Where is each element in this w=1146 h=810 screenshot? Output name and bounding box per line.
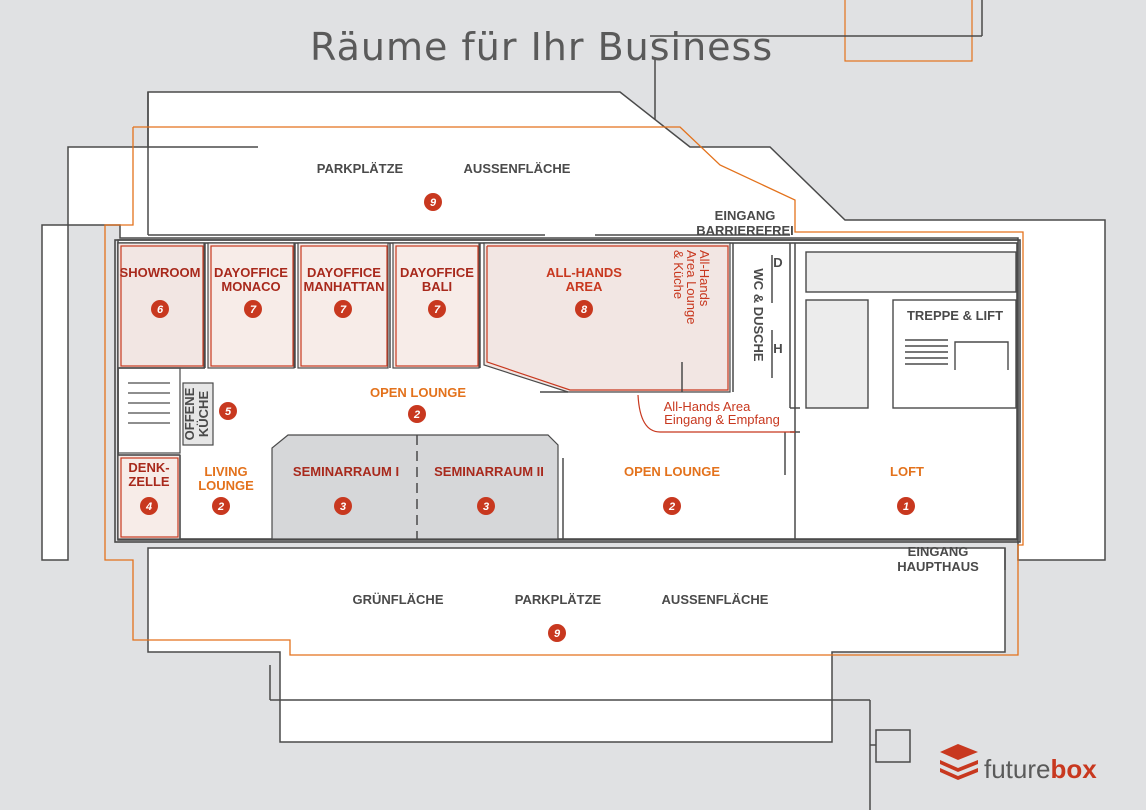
entrance-main-label-2: HAUPTHAUS <box>897 559 979 574</box>
bali-label-1: DAYOFFICE <box>400 265 474 280</box>
kitchen-label: OFFENE KÜCHE <box>182 387 211 440</box>
num-badge-monaco: 7 <box>244 300 262 318</box>
logo-text-future: future <box>984 754 1051 784</box>
num-badge-showroom: 6 <box>151 300 169 318</box>
svg-text:3: 3 <box>340 501 346 513</box>
svg-text:7: 7 <box>340 304 347 316</box>
property-boundary <box>104 126 1024 656</box>
stairs-lift-block <box>805 251 1017 409</box>
svg-text:futurebox: futurebox <box>984 754 1097 784</box>
num-badge-kitchen: 5 <box>219 402 237 420</box>
living-label-1: LIVING <box>204 464 247 479</box>
living-label-2: LOUNGE <box>198 478 254 493</box>
loft-label: LOFT <box>890 464 924 479</box>
num-badge-bottom: 9 <box>548 624 566 642</box>
interior-walls <box>118 243 800 539</box>
seminar-area <box>271 434 559 540</box>
allhands-area <box>483 242 731 393</box>
stairs-label: TREPPE & LIFT <box>907 308 1003 323</box>
svg-text:All-Hands: All-Hands <box>697 250 712 307</box>
room-labels: SHOWROOM 6 DAYOFFICE MONACO 7 DAYOFFICE … <box>120 250 1003 515</box>
outdoor-top-label: AUSSENFLÄCHE <box>464 161 571 176</box>
green-label: GRÜNFLÄCHE <box>353 592 444 607</box>
entrance-barrier-label-2: BARRIEREFREI <box>696 223 794 238</box>
allhands-label-1: ALL-HANDS <box>546 265 622 280</box>
svg-text:WC & DUSCHE: WC & DUSCHE <box>751 268 766 361</box>
denkzelle-label-2: ZELLE <box>128 474 169 489</box>
allhands-side-label: All-Hands Area Lounge & Küche <box>671 250 712 324</box>
svg-text:7: 7 <box>434 304 441 316</box>
svg-text:2: 2 <box>668 501 675 513</box>
manhattan-label-1: DAYOFFICE <box>307 265 381 280</box>
entrance-barrier-label-1: EINGANG <box>715 208 776 223</box>
page-title: Räume für Ihr Business <box>310 25 773 69</box>
monaco-label-1: DAYOFFICE <box>214 265 288 280</box>
wc-d-label: D <box>773 255 782 270</box>
num-badge-seminar1: 3 <box>334 497 352 515</box>
outdoor-bottom-label: AUSSENFLÄCHE <box>662 592 769 607</box>
num-badge-seminar2: 3 <box>477 497 495 515</box>
svg-text:8: 8 <box>581 304 588 316</box>
num-badge-allhands: 8 <box>575 300 593 318</box>
bottom-lines <box>269 548 1006 810</box>
futurebox-logo: futurebox <box>940 744 1097 784</box>
svg-text:9: 9 <box>554 628 561 640</box>
svg-text:Area Lounge: Area Lounge <box>684 250 699 324</box>
allhands-entry-label-1: All-Hands Area <box>664 399 751 414</box>
outside-labels: PARKPLÄTZE AUSSENFLÄCHE 9 EINGANG BARRIE… <box>317 161 979 642</box>
svg-text:7: 7 <box>250 304 257 316</box>
parking-top-label: PARKPLÄTZE <box>317 161 404 176</box>
svg-text:1: 1 <box>903 501 909 513</box>
seminar2-label: SEMINARRAUM II <box>434 464 544 479</box>
num-badge-open-lounge-1: 2 <box>408 405 426 423</box>
wc-h-label: H <box>773 341 782 356</box>
open-lounge-1-label: OPEN LOUNGE <box>370 385 466 400</box>
monaco-label-2: MONACO <box>221 279 280 294</box>
svg-text:& Küche: & Küche <box>671 250 686 299</box>
stairs-left <box>117 367 181 454</box>
denkzelle-label-1: DENK- <box>128 460 169 475</box>
showroom-label: SHOWROOM <box>120 265 201 280</box>
num-badge-loft: 1 <box>897 497 915 515</box>
logo-icon <box>940 744 978 780</box>
svg-text:2: 2 <box>217 501 224 513</box>
parking-lines <box>147 92 790 236</box>
svg-text:OFFENE: OFFENE <box>182 387 197 440</box>
parking-bottom-label: PARKPLÄTZE <box>515 592 602 607</box>
seminar1-label: SEMINARRAUM I <box>293 464 399 479</box>
logo-text-box: box <box>1051 754 1098 784</box>
num-badge-denkzelle: 4 <box>140 497 158 515</box>
allhands-entry-label-2: Eingang & Empfang <box>664 412 780 427</box>
svg-text:KÜCHE: KÜCHE <box>196 391 211 438</box>
svg-text:6: 6 <box>157 304 164 316</box>
room-outlines <box>120 245 729 538</box>
bali-label-2: BALI <box>422 279 452 294</box>
allhands-label-2: AREA <box>566 279 603 294</box>
num-badge-top: 9 <box>424 193 442 211</box>
entrance-main-label-1: EINGANG <box>908 544 969 559</box>
kitchen-counter <box>182 382 214 446</box>
manhattan-label-2: MANHATTAN <box>303 279 384 294</box>
svg-text:5: 5 <box>225 406 232 418</box>
svg-text:4: 4 <box>145 501 152 513</box>
open-lounge-2-label: OPEN LOUNGE <box>624 464 720 479</box>
svg-text:9: 9 <box>430 197 437 209</box>
num-badge-manhattan: 7 <box>334 300 352 318</box>
num-badge-open-lounge-2: 2 <box>663 497 681 515</box>
svg-text:3: 3 <box>483 501 489 513</box>
num-badge-bali: 7 <box>428 300 446 318</box>
wc-label: WC & DUSCHE <box>751 268 766 361</box>
svg-text:2: 2 <box>413 409 420 421</box>
num-badge-living: 2 <box>212 497 230 515</box>
entry-path <box>637 394 795 433</box>
